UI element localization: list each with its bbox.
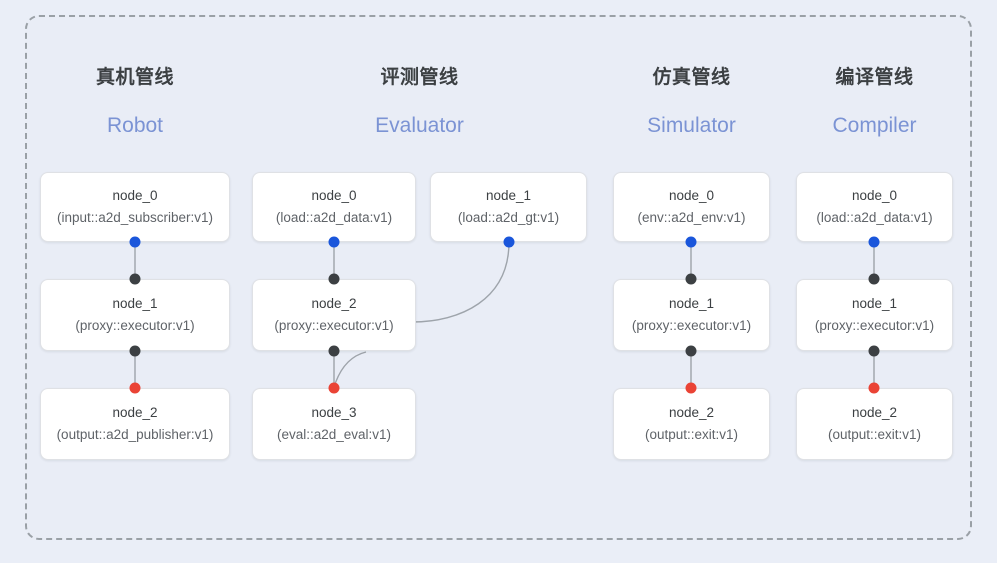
node-name: node_2 bbox=[112, 405, 158, 420]
column-header-simulator: 仿真管线 Simulator bbox=[613, 62, 770, 138]
column-title-en-simulator: Simulator bbox=[647, 114, 736, 137]
node-simulator-0[interactable]: node_0 (env::a2d_env:v1) bbox=[613, 172, 770, 242]
node-spec: (output::exit:v1) bbox=[644, 427, 739, 442]
node-name: node_0 bbox=[112, 188, 158, 203]
node-name: node_0 bbox=[311, 188, 357, 203]
node-name: node_2 bbox=[851, 405, 898, 420]
node-robot-1[interactable]: node_1 (proxy::executor:v1) bbox=[40, 279, 230, 351]
port-evaluator-n0-output[interactable] bbox=[328, 236, 340, 248]
node-evaluator-1[interactable]: node_1 (load::a2d_gt:v1) bbox=[430, 172, 587, 242]
node-name: node_2 bbox=[311, 296, 357, 311]
node-robot-0[interactable]: node_0 (input::a2d_subscriber:v1) bbox=[40, 172, 230, 242]
node-spec: (load::a2d_gt:v1) bbox=[457, 210, 560, 225]
port-compiler-n1-input[interactable] bbox=[868, 273, 880, 285]
node-compiler-1[interactable]: node_1 (proxy::executor:v1) bbox=[796, 279, 953, 351]
column-title-en-compiler: Compiler bbox=[832, 114, 917, 137]
port-evaluator-n2-output[interactable] bbox=[328, 345, 340, 357]
node-spec: (output::exit:v1) bbox=[827, 427, 922, 442]
node-compiler-0[interactable]: node_0 (load::a2d_data:v1) bbox=[796, 172, 953, 242]
node-robot-2[interactable]: node_2 (output::a2d_publisher:v1) bbox=[40, 388, 230, 460]
node-spec: (proxy::executor:v1) bbox=[814, 318, 935, 333]
port-evaluator-n1-output[interactable] bbox=[503, 236, 515, 248]
node-evaluator-2[interactable]: node_2 (proxy::executor:v1) bbox=[252, 279, 416, 351]
node-spec: (load::a2d_data:v1) bbox=[816, 210, 933, 225]
node-name: node_1 bbox=[112, 296, 158, 311]
node-name: node_3 bbox=[311, 405, 357, 420]
node-simulator-1[interactable]: node_1 (proxy::executor:v1) bbox=[613, 279, 770, 351]
column-title-en-evaluator: Evaluator bbox=[375, 114, 464, 137]
column-title-cn-compiler: 编译管线 bbox=[835, 67, 914, 88]
node-name: node_2 bbox=[668, 405, 715, 420]
node-spec: (proxy::executor:v1) bbox=[274, 318, 394, 333]
port-simulator-n2-input[interactable] bbox=[685, 382, 697, 394]
port-simulator-n1-input[interactable] bbox=[685, 273, 697, 285]
node-spec: (proxy::executor:v1) bbox=[631, 318, 752, 333]
column-header-compiler: 编译管线 Compiler bbox=[796, 62, 953, 138]
column-title-cn-robot: 真机管线 bbox=[95, 67, 174, 88]
column-header-robot: 真机管线 Robot bbox=[40, 62, 230, 138]
column-header-evaluator: 评测管线 Evaluator bbox=[252, 62, 587, 138]
port-compiler-n1-output[interactable] bbox=[868, 345, 880, 357]
node-compiler-2[interactable]: node_2 (output::exit:v1) bbox=[796, 388, 953, 460]
node-name: node_1 bbox=[485, 188, 532, 203]
node-name: node_1 bbox=[851, 296, 898, 311]
node-spec: (env::a2d_env:v1) bbox=[637, 210, 746, 225]
port-simulator-n1-output[interactable] bbox=[685, 345, 697, 357]
port-robot-n1-output[interactable] bbox=[129, 345, 141, 357]
port-simulator-n0-output[interactable] bbox=[685, 236, 697, 248]
column-title-cn-simulator: 仿真管线 bbox=[652, 67, 731, 88]
node-spec: (input::a2d_subscriber:v1) bbox=[56, 210, 214, 225]
node-spec: (load::a2d_data:v1) bbox=[275, 210, 393, 225]
node-simulator-2[interactable]: node_2 (output::exit:v1) bbox=[613, 388, 770, 460]
node-name: node_0 bbox=[668, 188, 715, 203]
port-compiler-n0-output[interactable] bbox=[868, 236, 880, 248]
port-evaluator-n3-input[interactable] bbox=[328, 382, 340, 394]
node-spec: (proxy::executor:v1) bbox=[75, 318, 195, 333]
column-title-en-robot: Robot bbox=[106, 114, 164, 137]
port-robot-n1-input[interactable] bbox=[129, 273, 141, 285]
column-title-cn-evaluator: 评测管线 bbox=[380, 67, 459, 88]
port-robot-n2-input[interactable] bbox=[129, 382, 141, 394]
node-name: node_1 bbox=[668, 296, 715, 311]
port-robot-n0-output[interactable] bbox=[129, 236, 141, 248]
node-name: node_0 bbox=[851, 188, 898, 203]
node-evaluator-0[interactable]: node_0 (load::a2d_data:v1) bbox=[252, 172, 416, 242]
node-evaluator-3[interactable]: node_3 (eval::a2d_eval:v1) bbox=[252, 388, 416, 460]
node-spec: (output::a2d_publisher:v1) bbox=[56, 427, 214, 442]
node-spec: (eval::a2d_eval:v1) bbox=[276, 427, 392, 442]
port-compiler-n2-input[interactable] bbox=[868, 382, 880, 394]
port-evaluator-n2-input[interactable] bbox=[328, 273, 340, 285]
